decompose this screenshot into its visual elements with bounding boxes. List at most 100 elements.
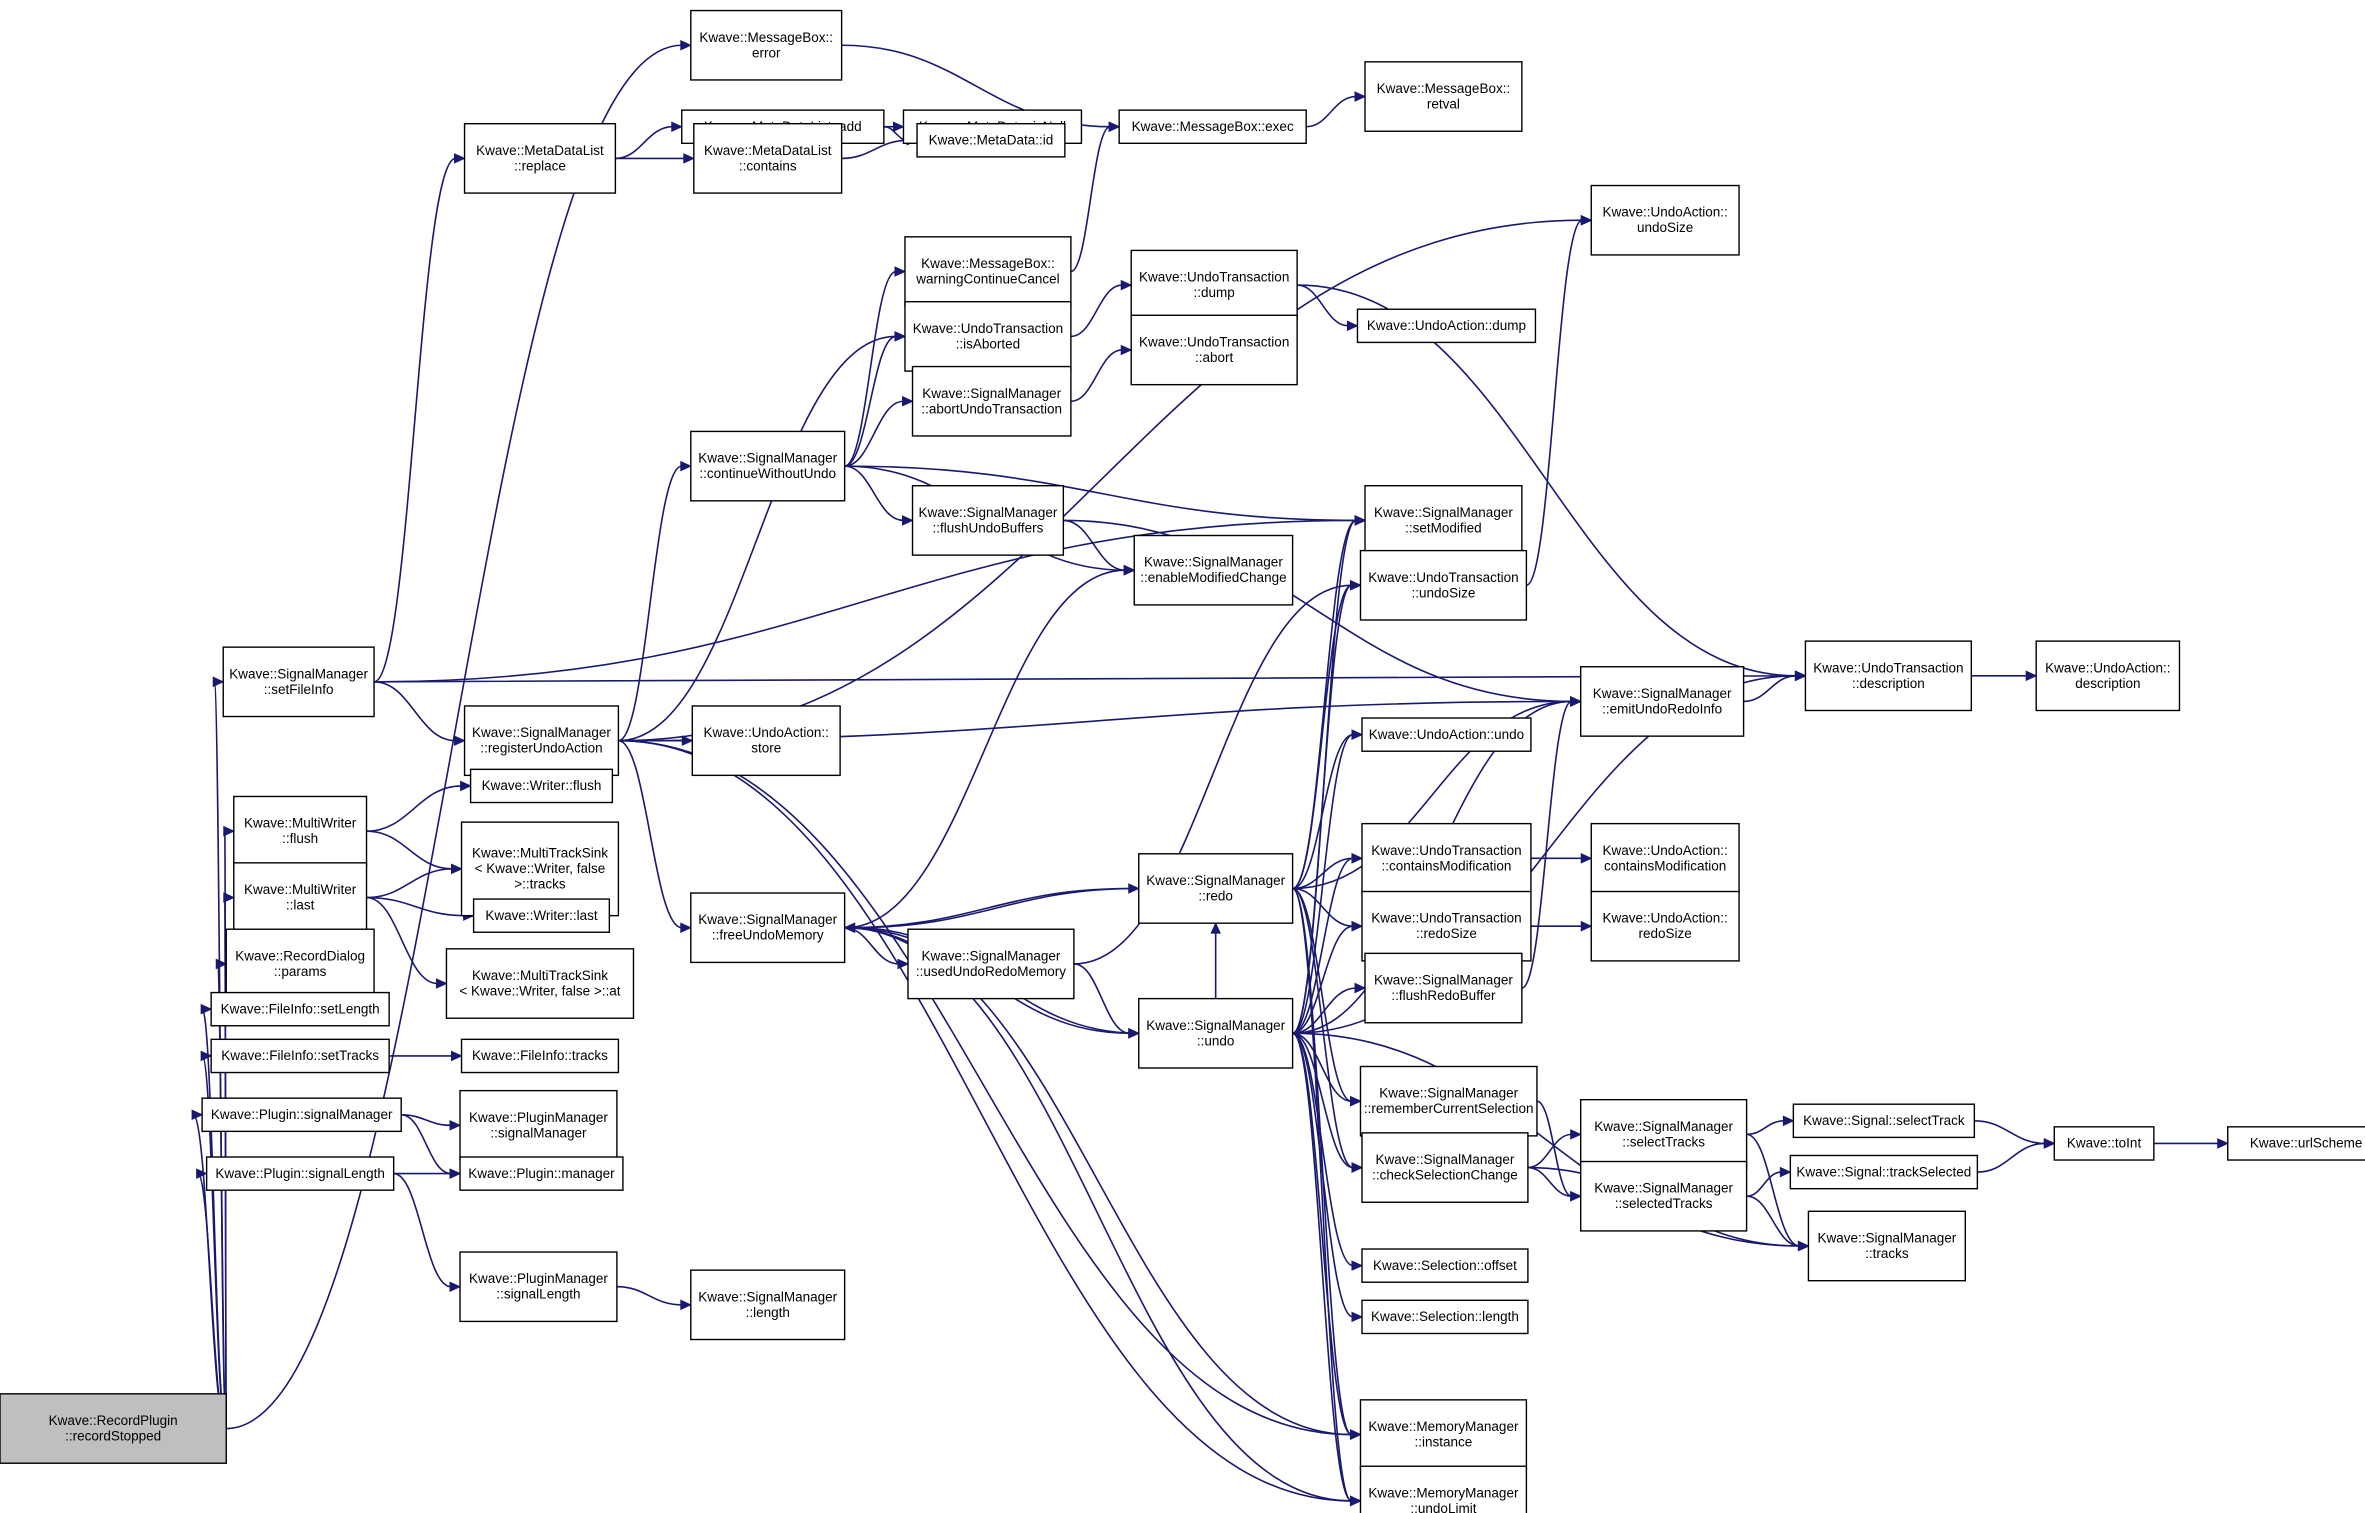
call-edge-sig_selecttrack-to-toint [1974, 1120, 2046, 1145]
function-node-sm-tracks[interactable]: Kwave::SignalManager::tracks [1807, 1210, 1967, 1282]
node-layer: Kwave::RecordPlugin::recordStoppedKwave:… [0, 9, 2365, 1513]
function-node-p-signallength[interactable]: Kwave::Plugin::signalLength [205, 1156, 395, 1191]
function-node-ut-isaborted[interactable]: Kwave::UndoTransaction::isAborted [904, 300, 1072, 372]
function-node-mdl-contains[interactable]: Kwave::MetaDataList::contains [693, 122, 843, 194]
function-node-urlscheme[interactable]: Kwave::urlScheme [2227, 1126, 2365, 1161]
node-label-line: ::signalManager [490, 1125, 587, 1140]
function-node-sm-abortundo[interactable]: Kwave::SignalManager::abortUndoTransacti… [911, 365, 1072, 437]
function-node-ua-redosize[interactable]: Kwave::UndoAction::redoSize [1590, 890, 1740, 962]
function-node-sm-remembersel[interactable]: Kwave::SignalManager::rememberCurrentSel… [1359, 1065, 1538, 1137]
node-label-line: ::continueWithoutUndo [699, 466, 836, 481]
function-node-md-id[interactable]: Kwave::MetaData::id [916, 122, 1066, 158]
arrowhead [1349, 1095, 1362, 1107]
function-node-ut-redosize[interactable]: Kwave::UndoTransaction::redoSize [1361, 890, 1532, 962]
node-label-line: Kwave::SignalManager [1146, 873, 1285, 888]
node-box [463, 122, 617, 194]
node-label-line: Kwave::MultiTrackSink [472, 968, 608, 983]
node-label-line: Kwave::Plugin::signalLength [215, 1166, 385, 1181]
function-node-sel-offset[interactable]: Kwave::Selection::offset [1361, 1248, 1529, 1283]
node-label-line: Kwave::SignalManager [1144, 555, 1283, 570]
function-node-ut-undosize[interactable]: Kwave::UndoTransaction::undoSize [1359, 549, 1528, 621]
function-node-ua-store[interactable]: Kwave::UndoAction::store [691, 705, 841, 777]
node-label-line: undoSize [1637, 220, 1693, 235]
node-label-line: ::flush [282, 831, 318, 846]
function-node-msgbox-error[interactable]: Kwave::MessageBox::error [690, 9, 843, 81]
call-edge-sm_freeundo-to-sm_redo [844, 887, 1130, 929]
arrowhead [683, 153, 696, 164]
arrowhead [2025, 670, 2038, 682]
function-node-sm-flushredo[interactable]: Kwave::SignalManager::flushRedoBuffer [1364, 952, 1523, 1024]
function-node-mw-last[interactable]: Kwave::MultiWriter::last [233, 862, 368, 933]
function-node-sm-undo[interactable]: Kwave::SignalManager::undo [1138, 997, 1294, 1069]
arrowhead [449, 1281, 462, 1293]
call-edge-sm_undo-to-sm_tracks [1292, 1032, 1800, 1247]
node-label-line: Kwave::SignalManager [698, 912, 837, 927]
function-node-sm-selectedtracks[interactable]: Kwave::SignalManager::selectedTracks [1579, 1160, 1748, 1232]
function-node-toint[interactable]: Kwave::toInt [2053, 1126, 2155, 1161]
node-label-line: ::recordStopped [65, 1429, 161, 1444]
function-node-sig-trackselected[interactable]: Kwave::Signal::trackSelected [1789, 1154, 1979, 1190]
function-node-ut-description[interactable]: Kwave::UndoTransaction::description [1804, 640, 1973, 712]
function-node-ut-abort[interactable]: Kwave::UndoTransaction::abort [1130, 314, 1298, 386]
function-node-sm-registerundo[interactable]: Kwave::SignalManager::registerUndoAction [463, 705, 620, 777]
function-node-ua-undosize[interactable]: Kwave::UndoAction::undoSize [1590, 184, 1740, 256]
function-node-ua-description[interactable]: Kwave::UndoAction::description [2035, 640, 2181, 712]
function-node-sm-setfileinfo[interactable]: Kwave::SignalManager::setFileInfo [222, 646, 375, 718]
function-node-mm-instance[interactable]: Kwave::MemoryManager::instance [1359, 1399, 1528, 1470]
node-label-line: Kwave::MessageBox:: [921, 256, 1055, 271]
node-label-line: ::undoSize [1412, 585, 1476, 600]
call-edge-sm_continue-to-sm_flushundo [844, 465, 904, 522]
node-label-line: Kwave::MetaData::id [929, 133, 1054, 148]
node-box [916, 122, 1066, 158]
function-node-mm-undolimit[interactable]: Kwave::MemoryManager::undoLimit [1359, 1465, 1528, 1513]
function-node-sm-enablemod[interactable]: Kwave::SignalManager::enableModifiedChan… [1133, 534, 1294, 606]
function-node-sm-usedundoredo[interactable]: Kwave::SignalManager::usedUndoRedoMemory [907, 928, 1075, 1000]
function-node-mts-at[interactable]: Kwave::MultiTrackSink< Kwave::Writer, fa… [445, 948, 635, 1019]
function-node-fi-setlength[interactable]: Kwave::FileInfo::setLength [210, 991, 390, 1027]
function-node-p-signalmanager[interactable]: Kwave::Plugin::signalManager [201, 1097, 402, 1133]
function-node-sm-flushundo[interactable]: Kwave::SignalManager::flushUndoBuffers [911, 485, 1065, 556]
function-node-ut-containsmod[interactable]: Kwave::UndoTransaction::containsModifica… [1361, 822, 1532, 894]
node-box [1361, 890, 1532, 962]
function-node-mdl-replace[interactable]: Kwave::MetaDataList::replace [463, 122, 617, 194]
function-node-ua-containsmod[interactable]: Kwave::UndoAction::containsModification [1590, 822, 1740, 894]
function-node-pm-signalmanager[interactable]: Kwave::PluginManager::signalManager [459, 1089, 618, 1161]
function-node-ua-undo[interactable]: Kwave::UndoAction::undo [1361, 717, 1532, 752]
function-node-ut-dump[interactable]: Kwave::UndoTransaction::dump [1130, 249, 1298, 321]
function-node-msgbox-retval[interactable]: Kwave::MessageBox::retval [1364, 61, 1523, 132]
node-box [1364, 952, 1523, 1024]
function-node-writer-last[interactable]: Kwave::Writer::last [472, 898, 611, 933]
function-node-pm-signallength[interactable]: Kwave::PluginManager::signalLength [459, 1251, 618, 1323]
function-node-sm-emitundoredo[interactable]: Kwave::SignalManager::emitUndoRedoInfo [1579, 666, 1745, 737]
function-node-writer-flush[interactable]: Kwave::Writer::flush [469, 768, 614, 804]
function-node-sm-continue[interactable]: Kwave::SignalManager::continueWithoutUnd… [690, 430, 846, 502]
function-node-root[interactable]: Kwave::RecordPlugin::recordStopped [0, 1393, 227, 1464]
function-node-sm-selecttracks[interactable]: Kwave::SignalManager::selectTracks [1579, 1098, 1748, 1170]
function-node-sm-redo[interactable]: Kwave::SignalManager::redo [1138, 853, 1294, 924]
function-node-ua-dump[interactable]: Kwave::UndoAction::dump [1356, 308, 1537, 344]
arrowhead [1779, 1166, 1792, 1178]
node-label-line: Kwave::SignalManager [1146, 1018, 1285, 1033]
arrowhead [460, 780, 472, 792]
function-node-rd-params[interactable]: Kwave::RecordDialog::params [225, 928, 375, 1000]
function-node-p-manager[interactable]: Kwave::Plugin::manager [459, 1156, 624, 1191]
node-label-line: Kwave::UndoTransaction [1813, 660, 1963, 675]
node-label-line: < Kwave::Writer, false [475, 861, 606, 876]
function-node-sm-checksel[interactable]: Kwave::SignalManager::checkSelectionChan… [1361, 1132, 1529, 1203]
function-node-fi-settracks[interactable]: Kwave::FileInfo::setTracks [210, 1038, 390, 1074]
function-node-sig-selecttrack[interactable]: Kwave::Signal::selectTrack [1792, 1103, 1976, 1139]
function-node-sm-setmodified[interactable]: Kwave::SignalManager::setModified [1364, 485, 1523, 556]
node-label-line: Kwave::UndoTransaction [1368, 570, 1518, 585]
function-node-sel-length[interactable]: Kwave::Selection::length [1361, 1299, 1529, 1335]
node-label-line: Kwave::UndoAction:: [1602, 205, 1727, 220]
node-label-line: ::freeUndoMemory [712, 928, 824, 943]
function-node-mw-flush[interactable]: Kwave::MultiWriter::flush [233, 795, 368, 867]
call-edge-p_signalmanager-to-p_manager [401, 1113, 452, 1175]
function-node-msgbox-wcc[interactable]: Kwave::MessageBox::warningContinueCancel [904, 236, 1072, 307]
function-node-sm-length[interactable]: Kwave::SignalManager::length [690, 1269, 846, 1341]
function-node-fi-tracks[interactable]: Kwave::FileInfo::tracks [460, 1038, 620, 1074]
call-edge-msgbox_wcc-to-msgbox_exec [1070, 125, 1111, 273]
function-node-sm-freeundo[interactable]: Kwave::SignalManager::freeUndoMemory [690, 892, 846, 964]
call-edge-sm_redo-to-sm_remembersel [1292, 887, 1352, 1102]
function-node-msgbox-exec[interactable]: Kwave::MessageBox::exec [1118, 109, 1307, 145]
